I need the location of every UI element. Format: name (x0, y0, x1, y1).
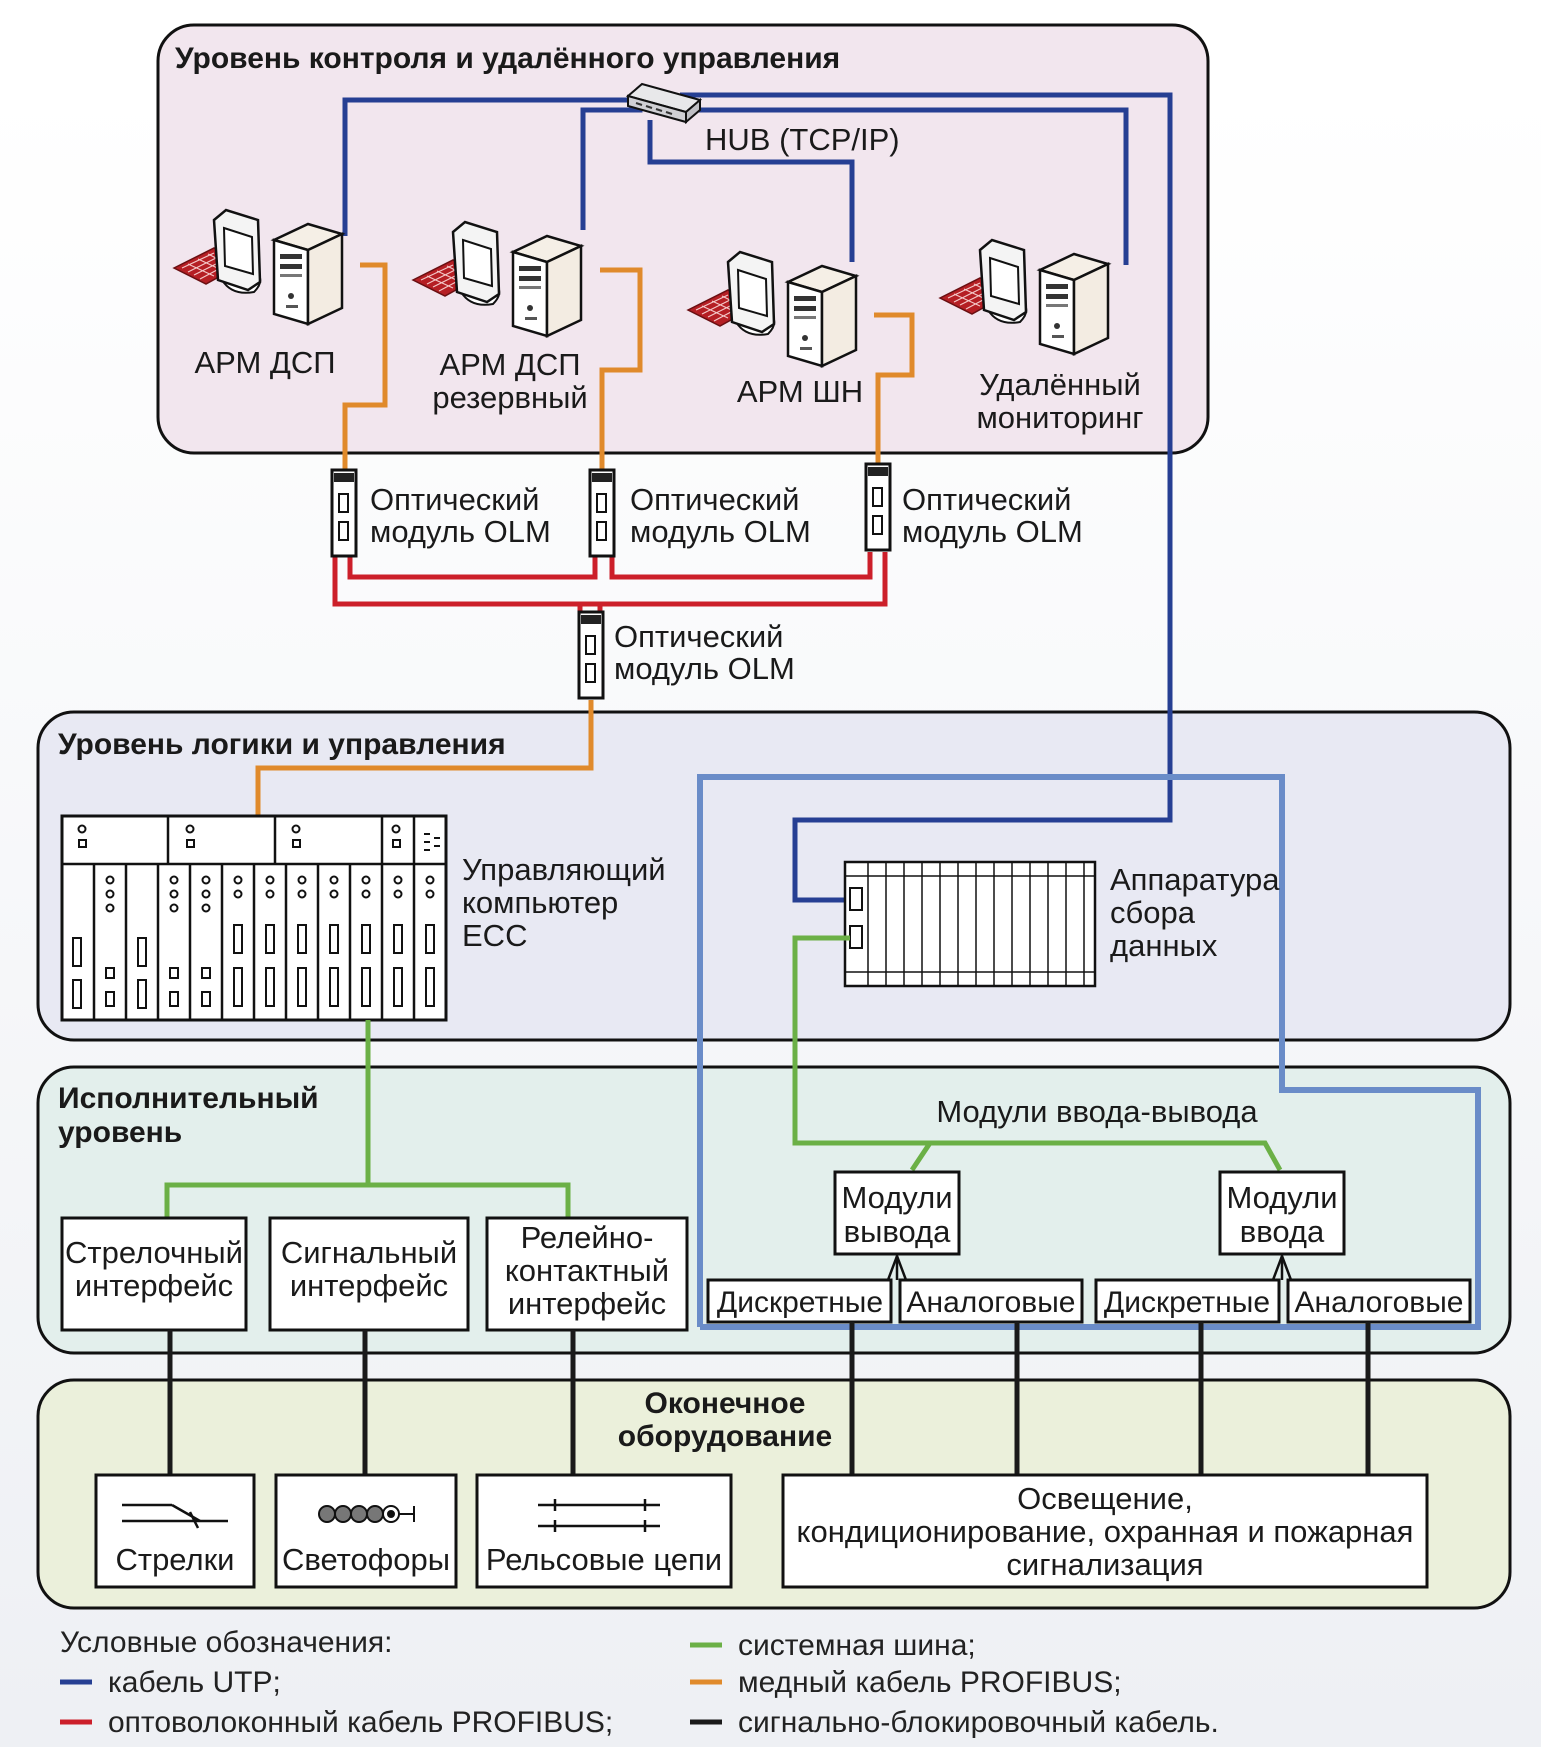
bus-loop (697, 774, 1481, 1330)
olm-module-1 (330, 468, 358, 558)
level-control-title: Уровень контроля и удалённого управления (175, 42, 840, 75)
arm-dsp-reserve-label-1: АРМ ДСП (439, 347, 580, 382)
daq-rack (843, 860, 1097, 988)
discrete-in-label: Дискретные (1104, 1286, 1270, 1319)
output-modules-label-2: вывода (844, 1214, 952, 1249)
legend-profibus-copper: медный кабель PROFIBUS; (738, 1666, 1122, 1699)
facility-label-3: сигнализация (1006, 1547, 1203, 1582)
olm1-label-2: модуль OLM (370, 514, 551, 549)
level-exec-title-1: Исполнительный (58, 1082, 319, 1115)
ecc-label-2: компьютер (462, 885, 618, 920)
traffic-light-icon (318, 1505, 415, 1523)
relay-interface-label-1: Релейно- (521, 1220, 654, 1255)
signals-box (274, 1473, 458, 1589)
track-circuits-label: Рельсовые цепи (486, 1542, 722, 1577)
ecc-label-3: ECC (462, 918, 527, 953)
facility-systems-box (781, 1473, 1429, 1589)
daq-label-3: данных (1110, 928, 1218, 963)
remote-label-2: мониторинг (976, 400, 1143, 435)
discrete-out-box (706, 1278, 893, 1324)
discrete-out-label: Дискретные (717, 1286, 883, 1319)
input-modules-label-1: Модули (1226, 1180, 1337, 1215)
olm3-label-2: модуль OLM (902, 514, 1083, 549)
signal-interface-label-2: интерфейс (290, 1268, 448, 1303)
level-terminal-title-2: оборудование (618, 1420, 832, 1453)
hub-switch (625, 82, 703, 125)
track-circuit-icon (538, 1499, 660, 1532)
signal-cables (167, 1322, 1371, 1475)
olm2-label-1: Оптический (630, 482, 800, 517)
legend-fiber: оптоволоконный кабель PROFIBUS; (108, 1706, 613, 1739)
switch-interface-label-1: Стрелочный (65, 1235, 243, 1270)
daq-label-1: Аппаратура (1110, 862, 1280, 897)
output-modules-box (833, 1170, 961, 1256)
hub-label: HUB (TCP/IP) (705, 122, 900, 157)
level-terminal-title-1: Оконечное (645, 1387, 806, 1420)
io-modules-label: Модули ввода-вывода (936, 1094, 1258, 1129)
level-logic-title: Уровень логики и управления (58, 728, 506, 761)
signal-interface-label-1: Сигнальный (281, 1235, 457, 1270)
module-split-arrows (886, 1252, 1293, 1281)
switches-label: Стрелки (115, 1542, 234, 1577)
facility-label-1: Освещение, (1017, 1481, 1193, 1516)
track-circuits-box (475, 1473, 733, 1589)
switch-interface-box (60, 1216, 248, 1332)
analog-in-box (1286, 1278, 1472, 1324)
signals-label: Светофоры (282, 1542, 450, 1577)
input-modules-label-2: ввода (1240, 1214, 1325, 1249)
analog-in-label: Аналоговые (1295, 1286, 1464, 1319)
olm3-label-1: Оптический (902, 482, 1072, 517)
arm-shn-label: АРМ ШН (737, 374, 863, 409)
ecc-rack (60, 814, 448, 1022)
signal-interface-box (268, 1216, 470, 1332)
relay-interface-label-3: интерфейс (508, 1286, 666, 1321)
arm-dsp-label: АРМ ДСП (194, 345, 335, 380)
switches-box (94, 1473, 256, 1589)
switch-icon (122, 1503, 228, 1529)
olm-module-4 (577, 610, 605, 700)
analog-out-box (898, 1278, 1084, 1324)
ecc-label-1: Управляющий (462, 852, 666, 887)
legend-title: Условные обозначения: (60, 1626, 392, 1659)
olm2-label-2: модуль OLM (630, 514, 811, 549)
discrete-in-box (1094, 1278, 1281, 1324)
olm4-label-2: модуль OLM (614, 651, 795, 686)
legend-utp: кабель UTP; (108, 1666, 281, 1699)
legend-system-bus: системная шина; (738, 1629, 976, 1662)
olm-module-2 (588, 468, 616, 558)
olm-module-3 (864, 462, 892, 552)
relay-interface-label-2: контактный (505, 1253, 669, 1288)
daq-label-2: сбора (1110, 895, 1196, 930)
remote-label-1: Удалённый (979, 367, 1141, 402)
olm1-label-1: Оптический (370, 482, 540, 517)
switch-interface-label-2: интерфейс (75, 1268, 233, 1303)
output-modules-label-1: Модули (841, 1180, 952, 1215)
analog-out-label: Аналоговые (907, 1286, 1076, 1319)
legend-signal-cable: сигнально-блокировочный кабель. (738, 1706, 1219, 1739)
relay-interface-box (485, 1216, 689, 1332)
level-exec-title-2: уровень (58, 1116, 182, 1149)
olm4-label-1: Оптический (614, 619, 784, 654)
arm-dsp-reserve-label-2: резервный (432, 380, 587, 415)
system-bus (164, 935, 1283, 1218)
profibus-copper-cables (255, 262, 915, 818)
level-control-panel (156, 23, 1210, 455)
fiber-cables (332, 552, 888, 612)
facility-label-2: кондиционирование, охранная и пожарная (797, 1514, 1414, 1549)
